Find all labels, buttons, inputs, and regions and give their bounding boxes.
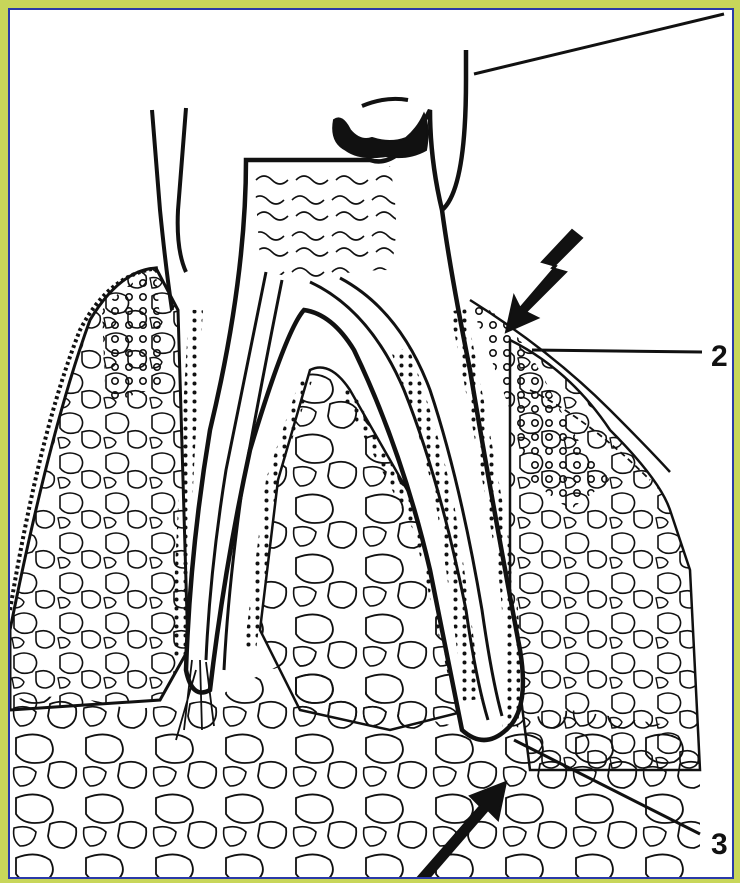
callout-label-3: 3	[711, 828, 728, 862]
right-crown-wall	[442, 50, 466, 210]
tooth-cross-section-diagram	[10, 10, 732, 877]
diagram-frame: 2 3	[8, 8, 734, 879]
callout-label-2: 2	[711, 340, 728, 374]
caries-lesion	[333, 114, 427, 157]
left-bone-crest	[10, 268, 188, 710]
leader-line-2	[532, 350, 702, 352]
caries-gap	[362, 99, 408, 106]
crown-dentin	[254, 166, 396, 280]
leader-line-1	[474, 14, 724, 74]
lightning-arrow-icon	[506, 230, 582, 332]
